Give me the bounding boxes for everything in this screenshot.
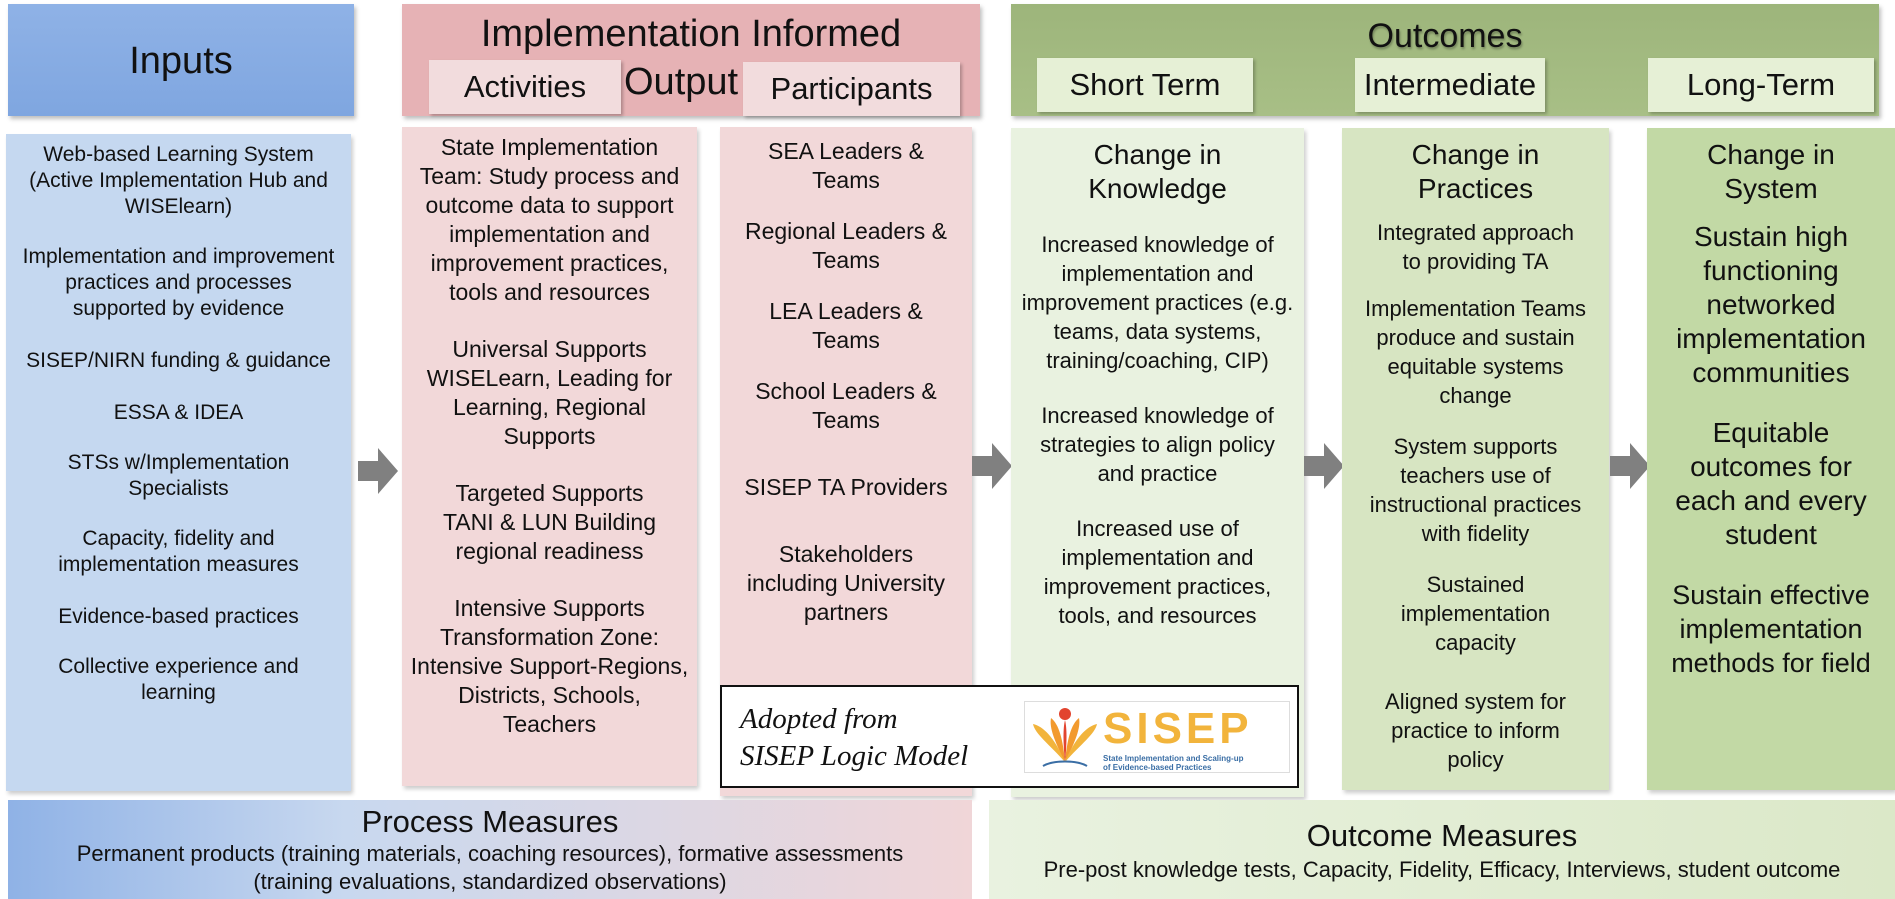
participants-column: SEA Leaders & Teams Regional Leaders & T… (720, 127, 972, 796)
sisep-logo-subtitle: State Implementation and Scaling-up of E… (1103, 754, 1243, 772)
participant-item: SEA Leaders & Teams (768, 138, 924, 193)
activity-item: Intensive Supports Transformation Zone: … (410, 595, 689, 737)
inputs-column: Web-based Learning System (Active Implem… (6, 134, 351, 791)
inputs-header-title: Inputs (129, 40, 233, 82)
activities-column: State Implementation Team: Study process… (402, 127, 697, 786)
long-term-tab: Long-Term (1648, 58, 1874, 112)
activity-item: Universal Supports WISELearn, Leading fo… (426, 336, 673, 449)
process-measures-text: Permanent products (training materials, … (76, 841, 904, 894)
intermediate-item: Sustained implementation capacity (1400, 572, 1551, 655)
outcome-measures-title: Outcome Measures (1306, 818, 1578, 853)
adopted-from-box: Adopted from SISEP Logic Model SISEP Sta… (720, 685, 1299, 788)
input-item: Capacity, fidelity and implementation me… (58, 527, 299, 576)
implementation-header-line2: Output (624, 61, 739, 103)
intermediate-column: Change in Practices Integrated approach … (1342, 128, 1609, 790)
participants-tab: Participants (743, 62, 960, 116)
short-term-item: Increased use of implementation and impr… (1043, 516, 1272, 628)
inputs-header: Inputs (8, 4, 354, 116)
process-measures-title: Process Measures (361, 804, 619, 839)
outcomes-header: Outcomes Short Term Intermediate Long-Te… (1011, 4, 1879, 116)
intermediate-item: Implementation Teams produce and sustain… (1365, 296, 1586, 408)
participant-item: Regional Leaders & Teams (744, 218, 948, 273)
outcome-measures-box: Outcome Measures Pre-post knowledge test… (989, 800, 1895, 899)
short-term-tab: Short Term (1037, 58, 1253, 112)
input-item: SISEP/NIRN funding & guidance (26, 349, 331, 372)
short-term-item: Increased knowledge of implementation an… (1021, 232, 1294, 373)
long-term-column: Change in System Sustain high functionin… (1647, 128, 1895, 790)
participant-item: Stakeholders including University partne… (746, 541, 946, 625)
input-item: Evidence-based practices (58, 605, 299, 628)
arrow-right-icon (358, 448, 398, 494)
sisep-fan-icon (1033, 708, 1097, 767)
long-term-item: Equitable outcomes for each and every st… (1675, 417, 1867, 550)
sisep-logo: SISEP State Implementation and Scaling-u… (1024, 701, 1290, 773)
long-term-item: Sustain effective implementation methods… (1671, 580, 1871, 678)
arrow-right-icon (1304, 443, 1344, 489)
long-term-item: Sustain high functioning networked imple… (1676, 221, 1866, 388)
participant-item: SISEP TA Providers (744, 474, 948, 500)
intermediate-item: Integrated approach to providing TA (1377, 220, 1574, 274)
input-item: Implementation and improvement practices… (22, 245, 335, 320)
adopted-from-text: Adopted from SISEP Logic Model (740, 701, 968, 775)
intermediate-item: Aligned system for practice to inform po… (1385, 689, 1566, 772)
activity-item: State Implementation Team: Study process… (419, 134, 680, 305)
input-item: Web-based Learning System (Active Implem… (29, 143, 328, 218)
short-term-item: Increased knowledge of strategies to ali… (1040, 403, 1275, 486)
implementation-header-line1: Implementation Informed (480, 13, 902, 55)
sisep-logo-word: SISEP (1103, 704, 1253, 753)
input-item: Collective experience and learning (58, 655, 299, 704)
arrow-right-icon (972, 443, 1012, 489)
activity-item: Targeted Supports TANI & LUN Building re… (442, 480, 657, 564)
intermediate-tab: Intermediate (1355, 58, 1545, 112)
outcome-measures-text: Pre-post knowledge tests, Capacity, Fide… (1043, 857, 1841, 882)
input-item: STSs w/Implementation Specialists (67, 451, 290, 500)
intermediate-heading: Change in Practices (1411, 139, 1540, 204)
participant-item: LEA Leaders & Teams (769, 298, 923, 353)
process-measures-box: Process Measures Permanent products (tra… (8, 800, 972, 899)
arrow-right-icon (1610, 443, 1650, 489)
activities-tab: Activities (429, 60, 621, 114)
short-term-heading: Change in Knowledge (1088, 139, 1227, 204)
sisep-logo-sub2: of Evidence-based Practices (1103, 763, 1212, 772)
adopted-from-line2: SISEP Logic Model (740, 740, 969, 772)
adopted-from-line1: Adopted from (740, 703, 898, 735)
sisep-logo-sub1: State Implementation and Scaling-up (1103, 754, 1244, 763)
input-item: ESSA & IDEA (113, 401, 244, 424)
implementation-header: Implementation Informed Output Activitie… (402, 4, 980, 116)
long-term-heading: Change in System (1707, 139, 1835, 204)
outcomes-header-title: Outcomes (1367, 17, 1523, 55)
participant-item: School Leaders & Teams (755, 378, 937, 433)
intermediate-item: System supports teachers use of instruct… (1369, 434, 1582, 546)
